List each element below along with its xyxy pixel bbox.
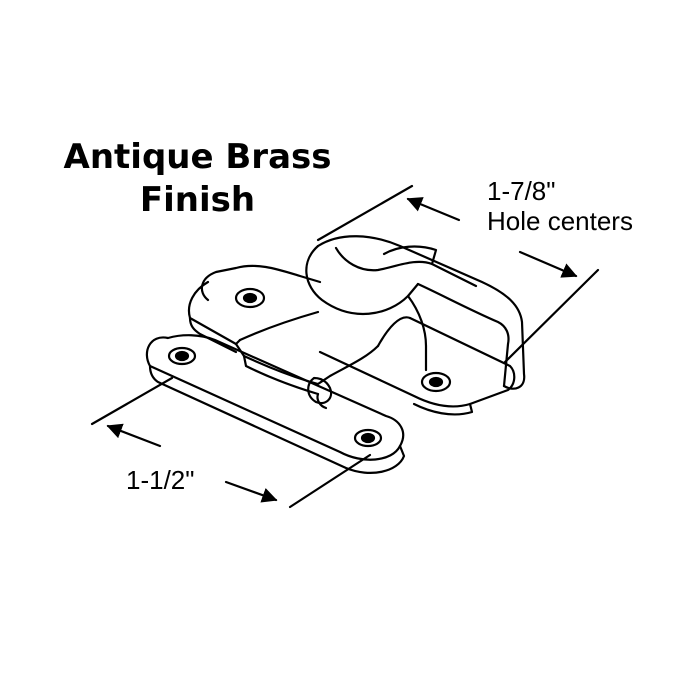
hole-centers-label: 1-7/8" Hole centers: [487, 176, 633, 236]
dimension-hole-centers: [316, 184, 600, 364]
keeper-length-label: 1-1/2": [126, 465, 195, 495]
center-channel: [234, 310, 380, 410]
arrow-right: [518, 250, 578, 278]
extension-line-left: [90, 376, 174, 426]
arrow-left: [406, 197, 461, 222]
title-line-1: Antique Brass: [63, 137, 332, 177]
keeper-length-value: 1-1/2": [126, 465, 195, 495]
hole-centers-value: 1-7/8": [487, 176, 556, 206]
hole-centers-caption: Hole centers: [487, 206, 633, 236]
extension-line-right: [503, 268, 600, 364]
lock-base-plate: [187, 264, 516, 416]
extension-line-left: [316, 184, 414, 242]
title-line-2: Finish: [139, 180, 256, 220]
extension-line-right: [288, 453, 372, 509]
dimension-keeper-length: [90, 376, 372, 509]
arrow-right: [224, 480, 278, 503]
product-title: Antique Brass Finish: [30, 136, 365, 222]
arrow-left: [106, 423, 162, 448]
cam-lever: [305, 235, 526, 390]
